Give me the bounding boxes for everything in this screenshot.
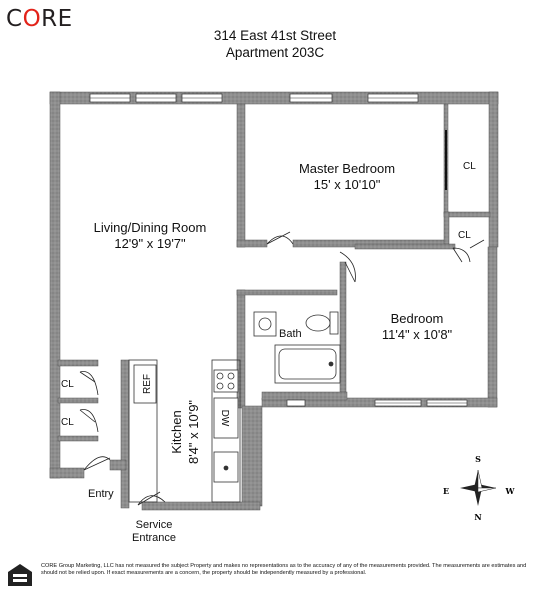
dishwasher xyxy=(213,397,239,439)
living-room-dims: 12'9" x 19'7" xyxy=(114,236,186,251)
entry-label: Entry xyxy=(88,488,114,500)
master-bedroom-name: Master Bedroom xyxy=(299,161,395,176)
compass-s: S xyxy=(475,454,481,464)
room-labels: Living/Dining Room 12'9" x 19'7" Master … xyxy=(61,161,476,544)
closet-label-master: CL xyxy=(463,161,476,172)
disclaimer-text: CORE Group Marketing, LLC has not measur… xyxy=(41,563,527,577)
compass-n: N xyxy=(474,512,481,522)
kitchen-dims: 8'4" x 10'9" xyxy=(186,400,201,464)
living-room-name: Living/Dining Room xyxy=(94,220,207,235)
bedroom-name: Bedroom xyxy=(391,311,444,326)
compass-e: E xyxy=(443,486,449,496)
doors xyxy=(79,231,485,506)
dw-label: DW xyxy=(219,410,230,427)
address-header: 314 East 41st Street Apartment 203C xyxy=(0,27,550,61)
refrigerator xyxy=(133,364,157,404)
address-apartment: Apartment 203C xyxy=(225,45,325,60)
core-logo: CORE xyxy=(6,6,73,32)
toilet-bowl xyxy=(305,314,331,332)
logo-text-o: O xyxy=(22,6,42,32)
kitchen-fixtures xyxy=(128,359,241,503)
service-entrance-line2: Entrance xyxy=(132,532,176,544)
ref-label: REF xyxy=(142,374,153,394)
closet-label-hall: CL xyxy=(458,230,471,241)
kitchen-name: Kitchen xyxy=(169,410,184,453)
equal-housing-icon xyxy=(8,564,32,586)
closet-label-left-2: CL xyxy=(61,417,74,428)
toilet-tank xyxy=(329,311,339,335)
service-entrance-line1: Service xyxy=(136,519,173,531)
floor-plan: Living/Dining Room 12'9" x 19'7" Master … xyxy=(49,91,516,544)
closet-label-left-1: CL xyxy=(61,379,74,390)
logo-text-re: RE xyxy=(41,6,73,32)
bath-name: Bath xyxy=(279,328,302,340)
stove xyxy=(213,369,239,393)
bedroom-dims: 11'4" x 10'8" xyxy=(382,327,453,342)
logo-text-c: C xyxy=(6,6,23,32)
compass-rose: S N E W xyxy=(443,454,516,522)
bath-fixtures xyxy=(253,311,341,384)
master-bedroom-dims: 15' x 10'10" xyxy=(314,177,381,192)
address-street: 314 East 41st Street xyxy=(213,28,337,43)
compass-w: W xyxy=(505,486,516,496)
walls xyxy=(49,91,499,511)
